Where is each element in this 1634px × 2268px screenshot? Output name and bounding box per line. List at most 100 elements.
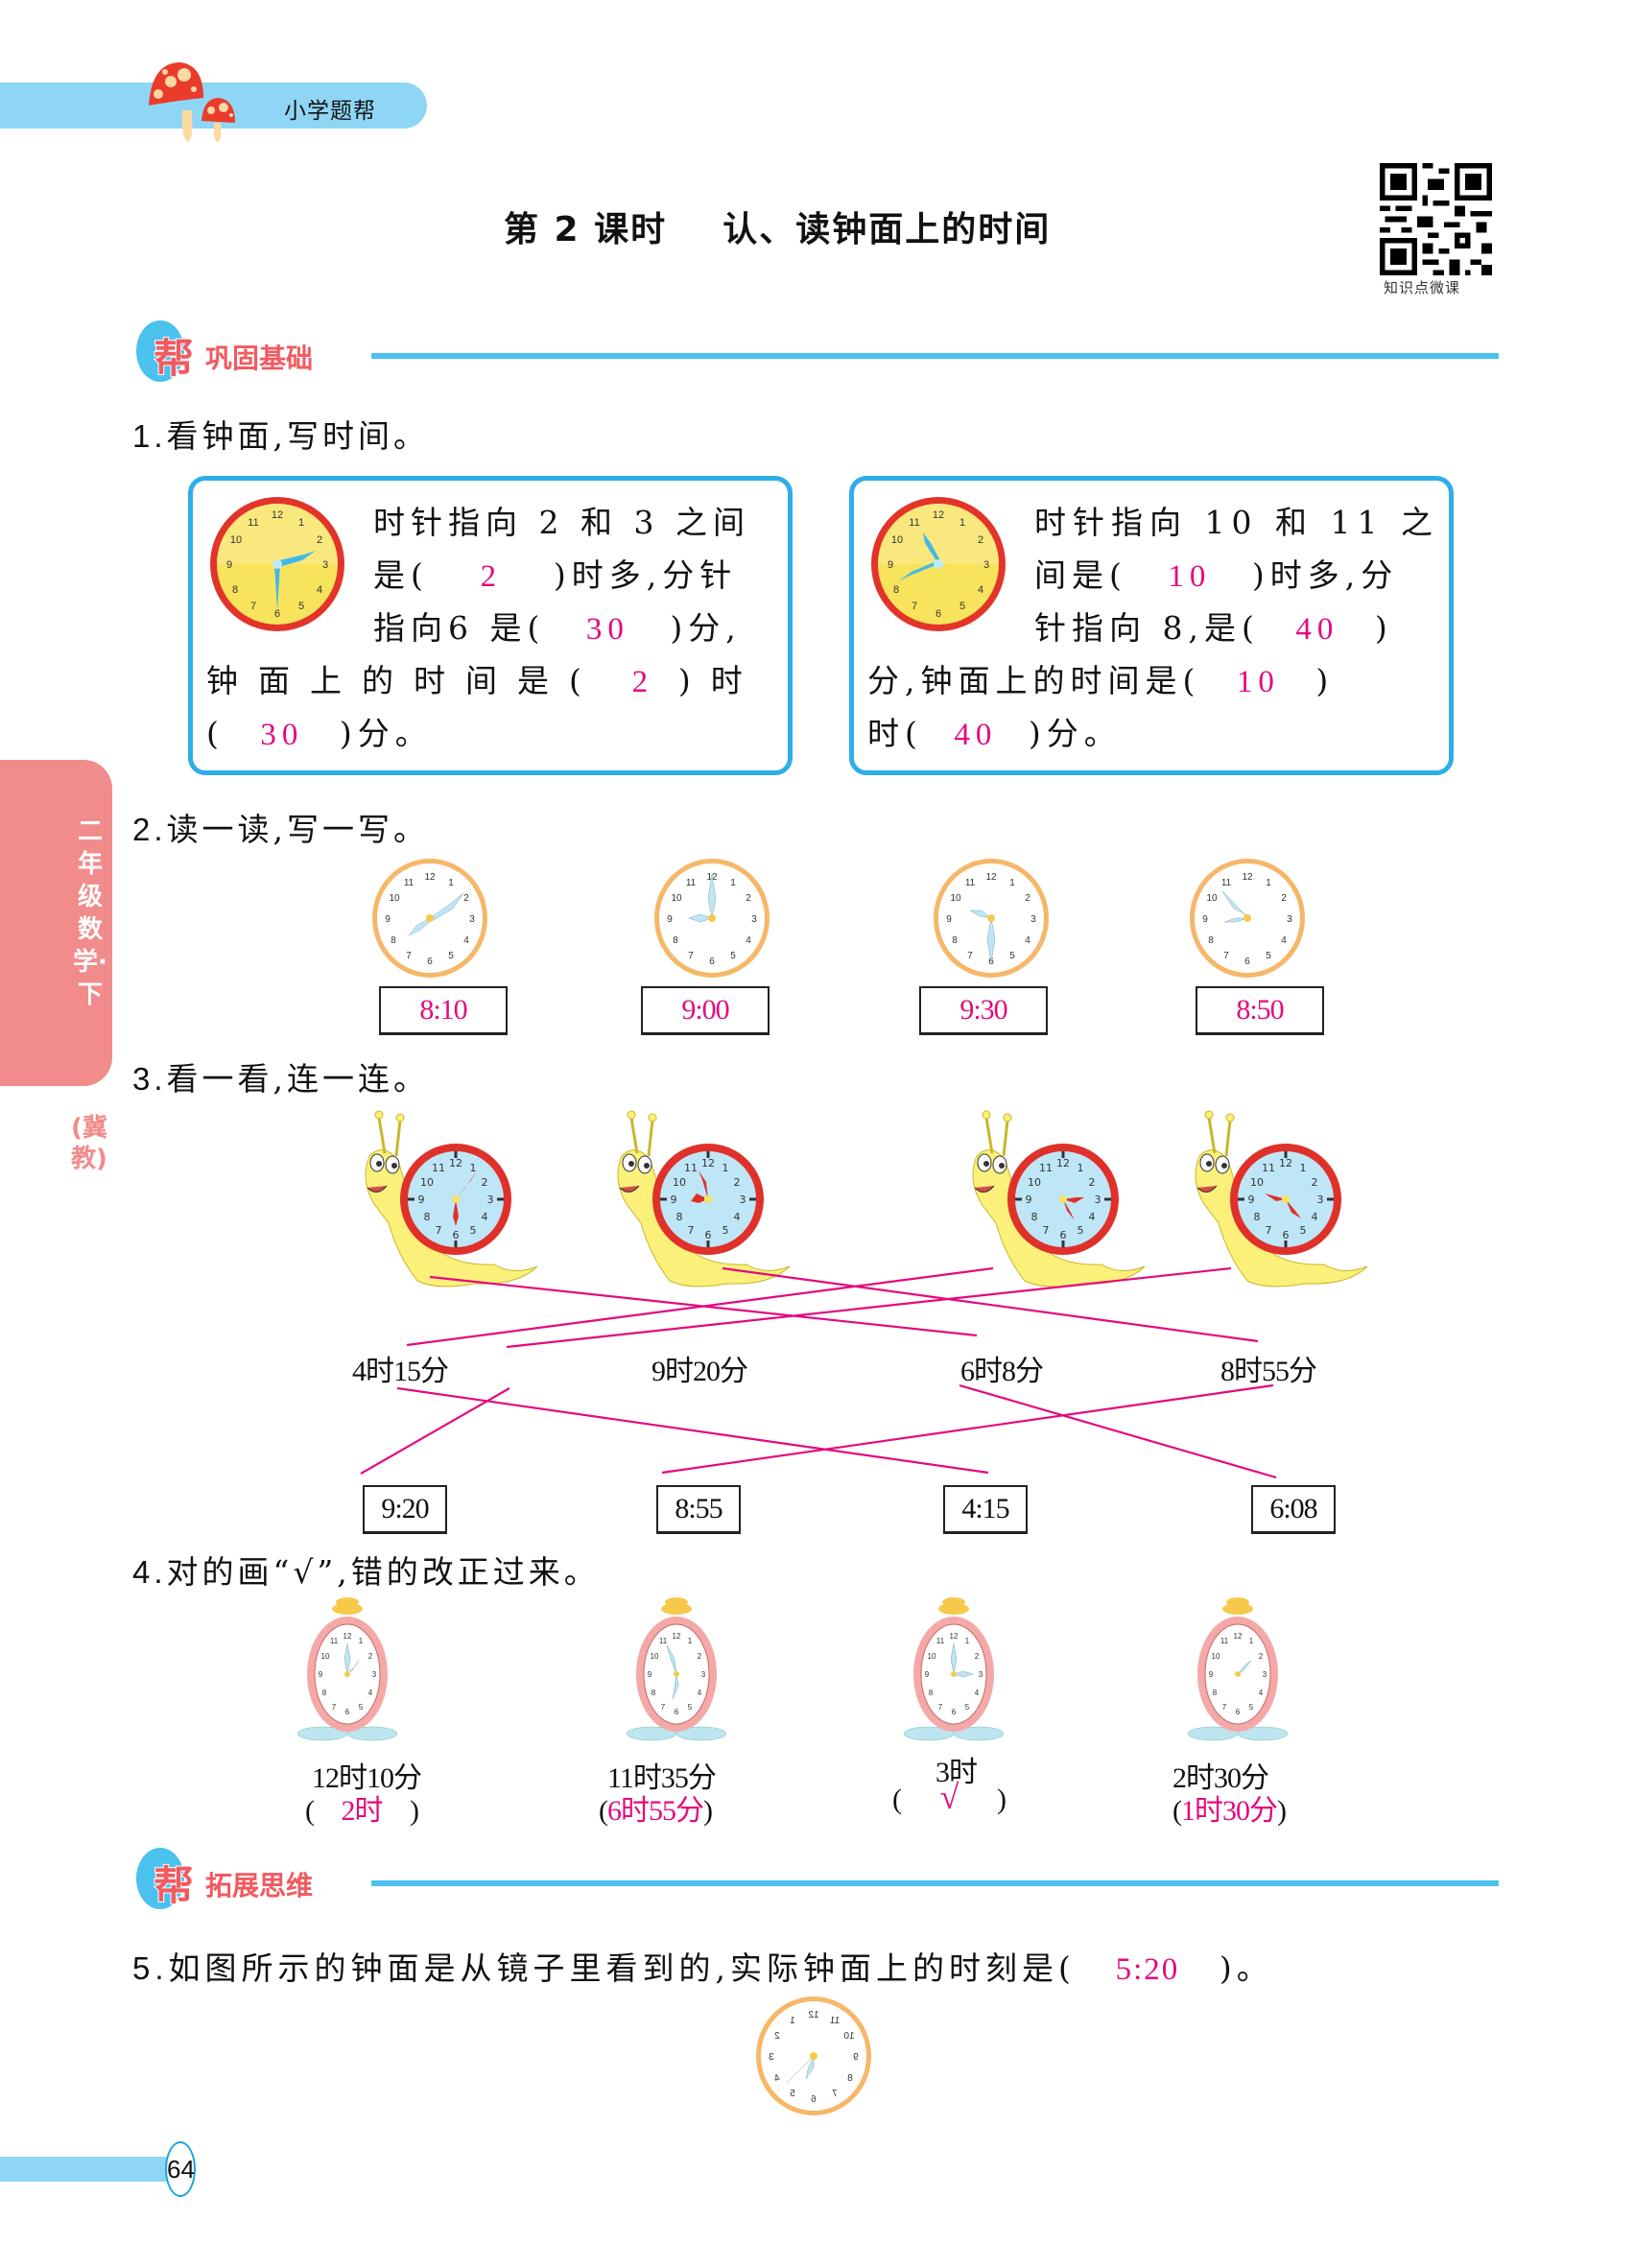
snail-clock-icon-9-55 (616, 1109, 792, 1288)
svg-text:2: 2 (317, 534, 322, 546)
svg-text:10: 10 (230, 534, 242, 546)
svg-text:11: 11 (909, 517, 919, 529)
question-3-prompt: 3.看一看,连一连。 (132, 1060, 430, 1098)
svg-text:9: 9 (853, 2052, 859, 2063)
q3-digital-box[interactable]: 9:20 (363, 1485, 447, 1534)
section-header-basics: 帮 巩固基础 (136, 320, 1499, 383)
svg-text:3: 3 (983, 559, 989, 571)
mushroom-icon (149, 62, 235, 142)
alarm-clock-icon-2-00 (296, 1596, 398, 1741)
svg-text:3: 3 (322, 559, 328, 571)
q2-answer-box[interactable]: 8:50 (1196, 986, 1324, 1035)
sidebar-grade-label: 二年级数学·下 (73, 817, 107, 1009)
answer-minute-2[interactable]: 40 (954, 718, 998, 752)
svg-text:6: 6 (811, 2094, 817, 2105)
clock-icon-9-00 (654, 859, 770, 978)
question-5-prompt: 5.如图所示的钟面是从镜子里看到的,实际钟面上的时刻是(5:20)。 (132, 1949, 1273, 1987)
sidebar-tab (0, 760, 112, 1086)
snail-clock-icon-4-15 (1194, 1109, 1369, 1288)
svg-text:8: 8 (893, 584, 899, 596)
svg-text:11: 11 (248, 517, 258, 529)
page-title: 第 2 课时 认、读钟面上的时间 (504, 210, 1052, 249)
sidebar-edition-label: (冀教) (71, 1114, 107, 1173)
svg-text:10: 10 (891, 534, 903, 546)
svg-text:5: 5 (959, 601, 965, 612)
q1-left-line-5: (30)分。 (206, 707, 433, 762)
svg-text:1: 1 (298, 517, 304, 529)
q1-right-line-4: 分,钟面上的时间是(10) (867, 654, 1334, 709)
q1-right-line-2: 间是(10)时多,分 (1034, 549, 1398, 603)
q2-answer-box[interactable]: 8:10 (379, 986, 508, 1035)
q3-time-label[interactable]: 9时20分 (651, 1356, 748, 1387)
alarm-clock-icon-1-30 (1187, 1596, 1289, 1741)
q3-time-label[interactable]: 4时15分 (352, 1356, 449, 1387)
svg-text:2: 2 (978, 534, 983, 546)
section-bang-label: 帮 (153, 334, 195, 383)
answer-hour-approx[interactable]: 10 (1168, 559, 1212, 594)
answer-minute[interactable]: 30 (585, 612, 629, 647)
svg-text:9: 9 (888, 559, 893, 571)
svg-text:5: 5 (790, 2089, 795, 2099)
alarm-clock-icon-3-00 (903, 1596, 1005, 1741)
clock-icon-8-10 (372, 859, 487, 978)
q3-digital-box[interactable]: 8:55 (656, 1485, 741, 1534)
q1-left-line-3: 指向6 是(30)分, (373, 602, 742, 656)
svg-text:3: 3 (769, 2052, 774, 2063)
q3-digital-box[interactable]: 6:08 (1251, 1485, 1336, 1534)
q4-correction[interactable]: (6时55分) (599, 1795, 713, 1827)
q3-time-label[interactable]: 8时55分 (1220, 1356, 1317, 1387)
qr-caption: 知识点微课 (1384, 279, 1461, 296)
q4-given-time: 11时35分 (607, 1762, 717, 1794)
q3-digital-box[interactable]: 4:15 (943, 1485, 1028, 1534)
q1-right-line-1: 时针指向 10 和 11 之 (1034, 504, 1439, 541)
clock-icon-8-50 (1190, 859, 1305, 978)
section-header-extension: 帮 拓展思维 (136, 1848, 1499, 1910)
question-4-prompt: 4.对的画“√”,错的改正过来。 (132, 1553, 600, 1591)
q1-right-line-3: 针指向 8,是(40) (1034, 602, 1393, 656)
alarm-clock-icon-6-55 (626, 1596, 727, 1741)
section-title: 巩固基础 (205, 343, 314, 374)
section-title: 拓展思维 (205, 1870, 314, 1902)
clock-icon-9-30 (934, 859, 1049, 978)
svg-text:9: 9 (226, 559, 232, 571)
svg-text:7: 7 (250, 601, 256, 612)
svg-text:2: 2 (774, 2031, 780, 2042)
answer-hour[interactable]: 2 (631, 665, 649, 699)
q4-correction[interactable]: (2时) (305, 1795, 419, 1827)
svg-text:4: 4 (978, 584, 983, 596)
q1-left-line-4: 钟面上的时间是(2)时 (206, 654, 763, 709)
answer-minute-2[interactable]: 30 (260, 718, 304, 752)
section-divider (371, 1880, 1499, 1886)
snail-clock-icon-6-08 (364, 1109, 539, 1288)
q4-correction[interactable]: (1时30分) (1172, 1795, 1287, 1827)
answer-hour-approx[interactable]: 2 (480, 559, 503, 594)
q4-given-time: 3时 (935, 1757, 978, 1788)
q2-answer-box[interactable]: 9:00 (641, 986, 770, 1035)
q3-time-label[interactable]: 6时8分 (960, 1356, 1044, 1387)
check-mark-icon: √ (939, 1778, 959, 1816)
q2-answer-box[interactable]: 9:30 (919, 986, 1048, 1035)
answer-minute[interactable]: 40 (1295, 612, 1339, 647)
svg-text:6: 6 (935, 608, 941, 620)
q4-correction[interactable]: (√) (892, 1778, 1006, 1816)
qr-code-icon[interactable] (1380, 163, 1492, 275)
question-1-prompt: 1.看钟面,写时间。 (132, 417, 430, 455)
answer-hour[interactable]: 10 (1236, 665, 1280, 699)
snail-clock-icon-3-20 (971, 1109, 1147, 1288)
q1-left-line-1: 时针指向 2 和 3 之间 (373, 504, 750, 541)
q5-answer[interactable]: 5:20 (1115, 1952, 1180, 1987)
svg-text:1: 1 (959, 517, 965, 529)
brand-label: 小学题帮 (284, 99, 376, 124)
svg-text:4: 4 (317, 584, 322, 596)
section-divider (371, 353, 1499, 359)
svg-text:1: 1 (790, 2016, 795, 2026)
svg-text:10: 10 (843, 2031, 855, 2042)
svg-text:11: 11 (829, 2016, 840, 2026)
